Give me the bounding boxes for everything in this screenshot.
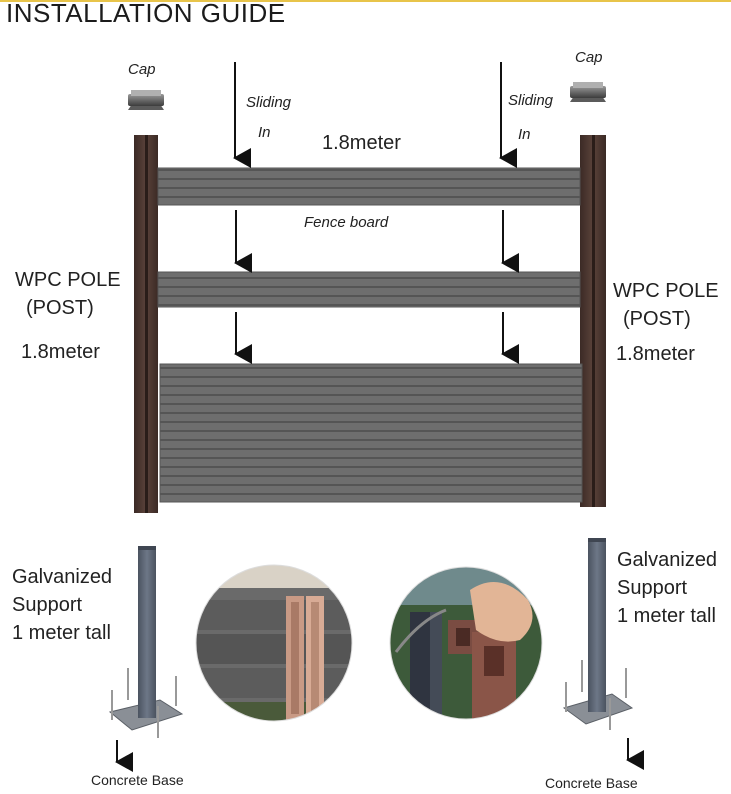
fence-board-label: Fence board <box>304 214 389 231</box>
in-right-label: In <box>518 126 531 143</box>
support-left-line2: Support <box>12 594 83 616</box>
pole-right-height: 1.8meter <box>616 343 695 365</box>
post-left <box>134 135 158 513</box>
support-left-line1: Galvanized <box>12 566 113 588</box>
support-right-line1: Galvanized <box>617 549 718 571</box>
sliding-arrows <box>115 62 644 772</box>
pole-left-height: 1.8meter <box>21 341 100 363</box>
top-accent-line <box>0 0 731 2</box>
post-insert-photo <box>389 566 543 720</box>
pole-left-line1: WPC POLE <box>15 269 121 291</box>
support-right-line3: 1 meter tall <box>617 605 716 627</box>
cap-right-icon <box>570 82 606 102</box>
galvanized-support-right <box>562 538 634 730</box>
pole-right-line2: (POST) <box>623 308 691 330</box>
support-right-line2: Support <box>617 577 688 599</box>
in-left-label: In <box>258 124 271 141</box>
fence-board-top <box>157 167 581 206</box>
width-label: 1.8meter <box>322 132 401 154</box>
cap-left-icon <box>128 90 164 110</box>
cap-right-label: Cap <box>575 49 603 66</box>
concrete-base-right-label: Concrete Base <box>545 775 638 791</box>
post-right <box>580 135 606 507</box>
fence-board-middle <box>157 271 581 308</box>
sliding-left-label: Sliding <box>246 94 292 111</box>
fence-board-stack <box>159 363 583 503</box>
pole-left-line2: (POST) <box>26 297 94 319</box>
sliding-right-label: Sliding <box>508 92 554 109</box>
concrete-base-left-label: Concrete Base <box>91 772 184 788</box>
galvanized-support-left <box>108 546 184 738</box>
cap-left-label: Cap <box>128 61 156 78</box>
board-closeup-photo <box>195 564 353 722</box>
pole-right-line1: WPC POLE <box>613 280 719 302</box>
support-left-line3: 1 meter tall <box>12 622 111 644</box>
page-title: INSTALLATION GUIDE <box>6 0 286 28</box>
